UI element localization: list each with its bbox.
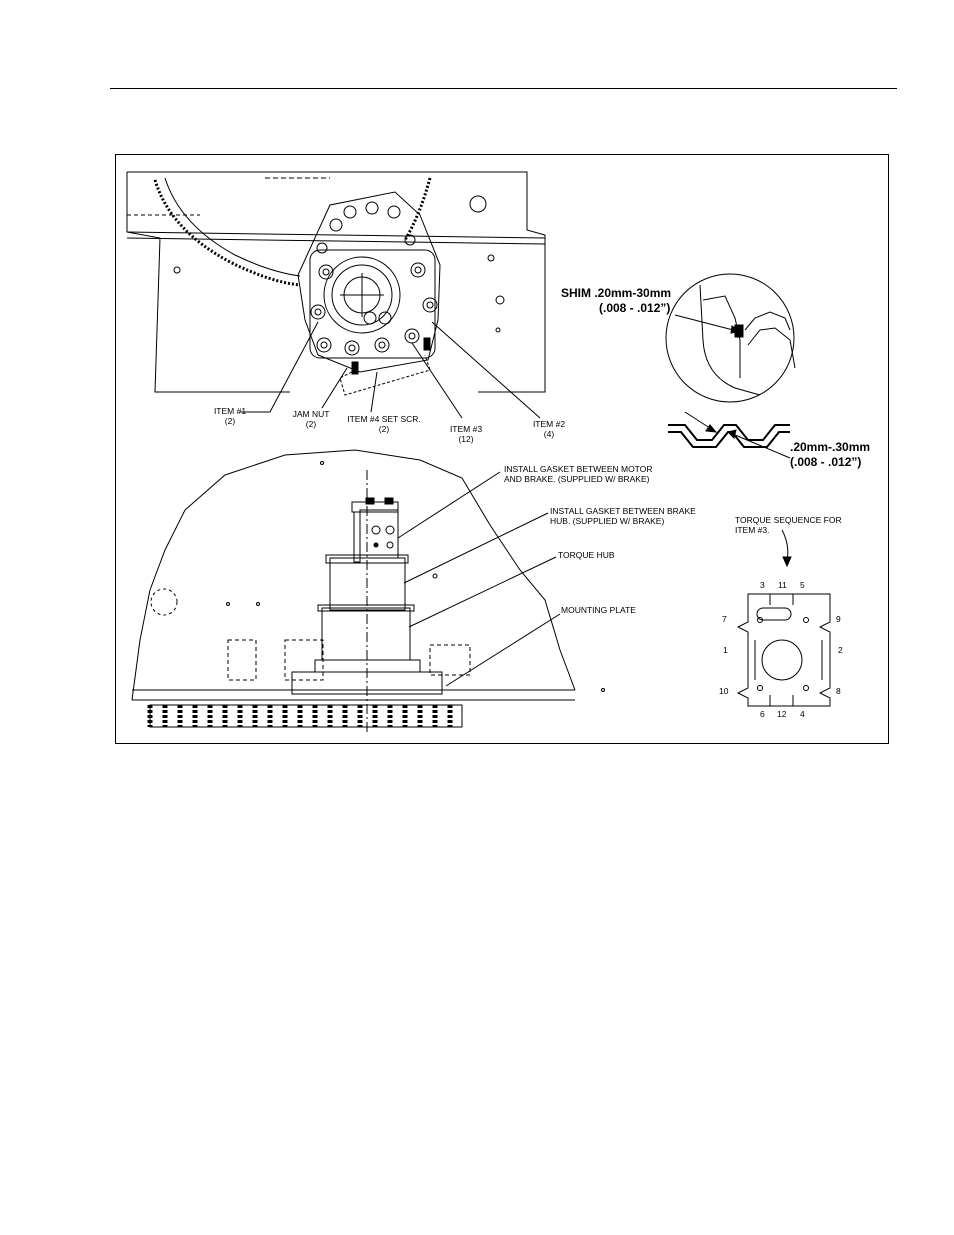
jam-nut-label: JAM NUT(2) [292, 409, 330, 429]
seq-number: 10 [719, 686, 729, 696]
side-view [131, 449, 605, 735]
torque-plate-drawing [736, 529, 831, 707]
top-view [126, 171, 546, 419]
item4-label: ITEM #4 SET SCR.(2) [347, 414, 421, 434]
seq-number: 12 [777, 709, 787, 719]
bolt-pattern [310, 201, 438, 356]
seq-number: 5 [800, 580, 805, 590]
shim-spec: SHIM .20mm-30mm(.008 - .012”) [561, 286, 672, 315]
item2-label: ITEM #2(4) [532, 419, 566, 439]
seq-number: 1 [723, 645, 728, 655]
shim-gap-spec: .20mm-.30mm(.008 - .012”) [790, 440, 871, 469]
mounting-plate-label: MOUNTING PLATE [561, 605, 636, 615]
header-rule [110, 88, 897, 89]
item3-label: ITEM #3(12) [449, 424, 483, 444]
seq-number: 6 [760, 709, 765, 719]
seq-number: 7 [722, 614, 727, 624]
seq-number: 3 [760, 580, 765, 590]
figure-frame [115, 154, 889, 744]
seq-number: 4 [800, 709, 805, 719]
shim-detail [665, 273, 796, 459]
item1-label: ITEM #1(2) [213, 406, 247, 426]
seq-number: 2 [838, 645, 843, 655]
seq-number: 9 [836, 614, 841, 624]
torque-hub-label: TORQUE HUB [558, 550, 615, 560]
seq-number: 11 [778, 580, 787, 590]
seq-number: 8 [836, 686, 841, 696]
